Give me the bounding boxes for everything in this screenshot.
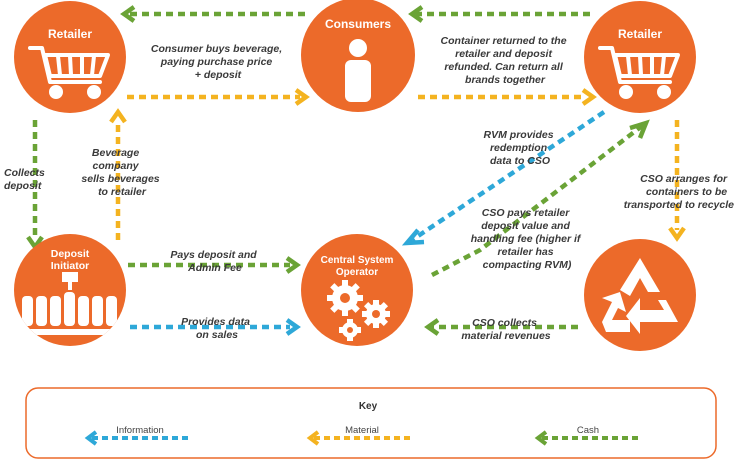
legend-title: Key [359,401,378,412]
arrow-consumer-to-retailer-cash-head [120,5,136,23]
arrow-retailer-to-recycle-material-head [668,226,686,242]
node-recycling [584,239,696,351]
gears-icon [327,280,390,341]
cso-title-2: Operator [336,267,378,278]
label-cso-arranges-transport: CSO arranges for containers to be transp… [624,173,734,211]
label-rvm-redemption: RVM provides redemption data to CSO [484,129,557,167]
arrow-initiator-to-retailer-material-head [109,108,127,124]
person-icon [345,39,371,102]
arrow-retailer-to-cso-info [410,110,606,242]
node-central-system-operator: Central System Operator [301,234,413,346]
label-provides-data-sales: Provides data on sales [181,316,253,341]
arrow-retailer-to-consumer-cash-head [408,5,424,23]
arrow-cso-to-retailer-cash-head [629,119,650,139]
arrow-initiator-to-cso-info-head [285,318,301,336]
consumers-title: Consumers [325,17,391,31]
label-collects-deposit: Collects deposit [4,167,48,192]
legend-label-information: Information [116,425,164,436]
label-cso-collects-revenues: CSO collects material revenues [461,317,550,342]
legend-item-cash: Cash [534,425,640,446]
retailer-left-title: Retailer [48,27,92,41]
legend-label-material: Material [345,425,379,436]
node-consumers: Consumers [301,0,415,112]
label-container-returned: Container returned to the retailer and d… [441,35,570,86]
retailer-right-title: Retailer [618,27,662,41]
deposit-initiator-title-1: Deposit [51,248,90,260]
node-deposit-initiator: Deposit Initiator [14,234,126,346]
legend-box [25,387,717,459]
recycle-icon [602,258,678,334]
label-pays-deposit-admin: Pays deposit and Admin Fee [170,249,259,274]
label-cso-pays-retailer: CSO pays retailer deposit value and hand… [471,207,584,271]
deposit-initiator-title-2: Initiator [51,260,90,272]
bottling-line-icon [14,272,126,335]
legend-item-information: Information [84,425,190,446]
label-beverage-company-sells: Beverage company sells beverages to reta… [81,147,162,198]
arrow-cso-to-retailer-cash [430,124,644,277]
arrow-consumer-to-retailer-material-head [581,88,597,106]
arrow-recycle-to-cso-cash-head [424,318,440,336]
arrow-initiator-to-cso-cash-head [285,256,301,274]
arrow-retailer-to-consumer-material-head [294,88,310,106]
node-retailer-right: Retailer [584,1,696,113]
node-retailer-left: Retailer [14,1,126,113]
shopping-cart-icon [28,46,110,99]
cso-title-1: Central System [321,255,394,266]
shopping-cart-icon [598,46,680,99]
arrow-retailer-to-cso-info-head [401,228,425,246]
legend-item-material: Material [306,425,412,446]
legend-key: Key Information Material Cash [25,387,717,459]
flow-labels: Consumer buys beverage, paying purchase … [4,35,734,342]
label-consumer-buys: Consumer buys beverage, paying purchase … [151,43,285,81]
legend-label-cash: Cash [577,425,599,436]
flow-arrows [26,5,686,336]
